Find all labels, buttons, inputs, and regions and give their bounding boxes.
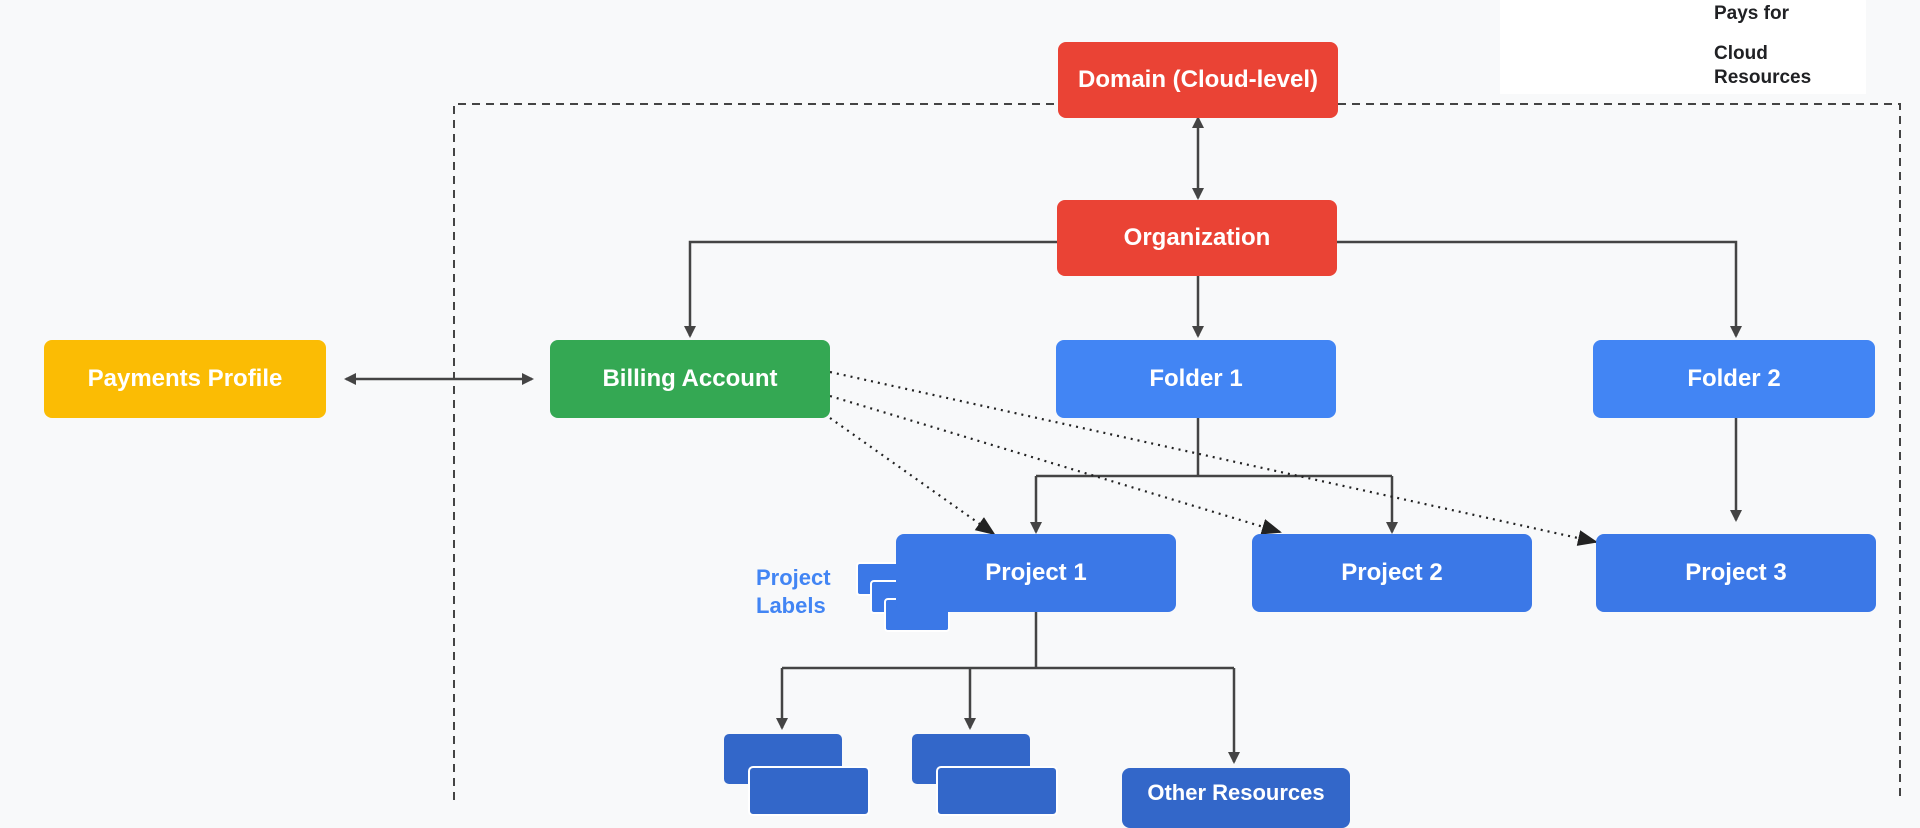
resource-stack-card — [748, 766, 870, 816]
cloud-resources-boundary — [453, 103, 1901, 800]
connector-organization-folder2 — [1337, 240, 1742, 338]
billing-account-node[interactable]: Billing Account — [550, 340, 830, 418]
project-labels-line1: Project — [756, 565, 831, 590]
project-labels-line2: Labels — [756, 593, 826, 618]
connector-project1-resources — [782, 612, 1234, 670]
other-resources-node[interactable]: Other Resources — [1122, 768, 1350, 828]
project1-node[interactable]: Project 1 — [896, 534, 1176, 612]
legend-resources-label: Resources — [1714, 67, 1812, 88]
organization-node[interactable]: Organization — [1057, 200, 1337, 276]
connector-organization-billing — [684, 240, 1057, 338]
domain-node[interactable]: Domain (Cloud-level) — [1058, 42, 1338, 118]
folder2-node[interactable]: Folder 2 — [1593, 340, 1875, 418]
connector-folder1-projects — [1036, 418, 1392, 478]
connector-billing-pays-project1 — [829, 417, 996, 536]
connector-billing-pays-project2 — [829, 394, 1282, 535]
payments-profile-node[interactable]: Payments Profile — [44, 340, 326, 418]
project2-node[interactable]: Project 2 — [1252, 534, 1532, 612]
folder1-node[interactable]: Folder 1 — [1056, 340, 1336, 418]
connector-billing-pays-project3 — [829, 370, 1598, 546]
legend: Pays for Cloud Resources — [1500, 0, 1866, 94]
legend-cloud-label: Cloud — [1714, 43, 1768, 64]
project3-node[interactable]: Project 3 — [1596, 534, 1876, 612]
resource-stack-card — [936, 766, 1058, 816]
legend-pays-for-label: Pays for — [1714, 3, 1789, 24]
